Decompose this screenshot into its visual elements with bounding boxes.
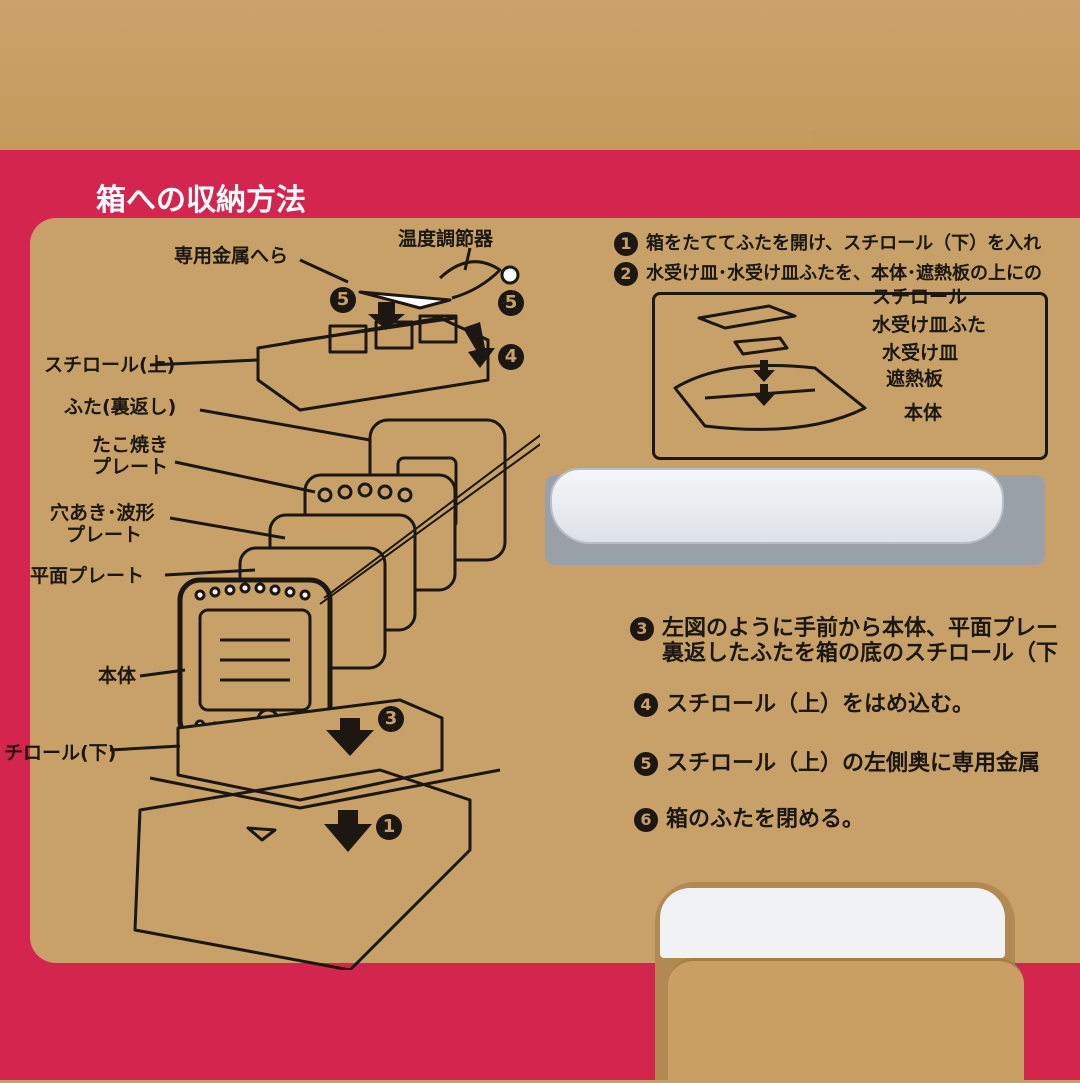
- step-2-text: 水受け皿･水受け皿ふたを、本体･遮熱板の上にの: [646, 263, 1042, 284]
- step-1-num: 1: [614, 232, 638, 256]
- label-main-body: 本体: [98, 665, 137, 687]
- step-4-text: スチロール（上）をはめ込む。: [666, 692, 975, 717]
- step-3-cont-text: 裏返したふたを箱の底のスチロール（下: [662, 641, 1059, 666]
- step-4-num: 4: [634, 693, 658, 717]
- page-title: 箱への収納方法: [96, 183, 306, 218]
- step-6-text: 箱のふたを閉める。: [666, 807, 865, 832]
- step-1-text: 箱をたててふたを開け、スチロール（下）を入れ: [646, 233, 1042, 254]
- inset-drawing: [673, 304, 867, 431]
- step-1: 1 箱をたててふたを開け、スチロール（下）を入れ: [614, 232, 1041, 256]
- label-takoyaki-1: たこ焼き: [92, 434, 169, 456]
- label-perforated-2: プレート: [66, 524, 143, 546]
- diagram-num-5a: 5: [330, 287, 356, 313]
- inset-label-tray-lid: 水受け皿ふた: [872, 314, 987, 336]
- label-foam-top: スチロール(上): [44, 354, 176, 376]
- inner-flap: [668, 958, 1024, 1083]
- label-foam-bottom: チロール(下): [4, 742, 117, 764]
- inset-label-tray: 水受け皿: [882, 342, 959, 364]
- step-6-num: 6: [634, 808, 658, 832]
- inset-label-main-body: 本体: [904, 402, 943, 424]
- step-2-num: 2: [614, 262, 638, 286]
- packing-diagram: [109, 247, 540, 970]
- inset-box: [652, 292, 1048, 460]
- label-takoyaki-2: プレート: [92, 456, 169, 478]
- step-3-text: 左図のように手前から本体、平面プレー: [662, 616, 1059, 641]
- label-spatula: 専用金属へら: [174, 245, 289, 267]
- step-4: 4 スチロール（上）をはめ込む。: [634, 693, 974, 717]
- carry-handle: [550, 468, 1004, 544]
- diagram-num-1: 1: [376, 814, 402, 840]
- step-3-cont: 裏返したふたを箱の底のスチロール（下: [662, 643, 1058, 665]
- inset-label-foam: スチロール: [872, 286, 968, 308]
- step-5: 5 スチロール（上）の左側奥に専用金属: [634, 752, 1040, 776]
- step-5-num: 5: [634, 752, 658, 776]
- step-5-text: スチロール（上）の左側奥に専用金属: [666, 751, 1041, 776]
- label-lid: ふた(裏返し): [64, 396, 177, 418]
- label-thermostat: 温度調節器: [398, 228, 494, 250]
- step-3-num: 3: [630, 617, 654, 641]
- label-perforated-1: 穴あき･波形: [50, 502, 155, 524]
- step-3: 3 左図のように手前から本体、平面プレー: [630, 617, 1058, 641]
- diagram-num-5b: 5: [498, 290, 524, 316]
- diagram-num-4: 4: [498, 344, 524, 370]
- inset-label-heat-shield: 遮熱板: [886, 368, 944, 390]
- step-2: 2 水受け皿･水受け皿ふたを、本体･遮熱板の上にの: [614, 262, 1042, 286]
- diagram-num-3: 3: [378, 706, 404, 732]
- foam-block: [660, 888, 1005, 958]
- label-flat-plate: 平面プレート: [30, 565, 145, 587]
- step-6: 6 箱のふたを閉める。: [634, 808, 864, 832]
